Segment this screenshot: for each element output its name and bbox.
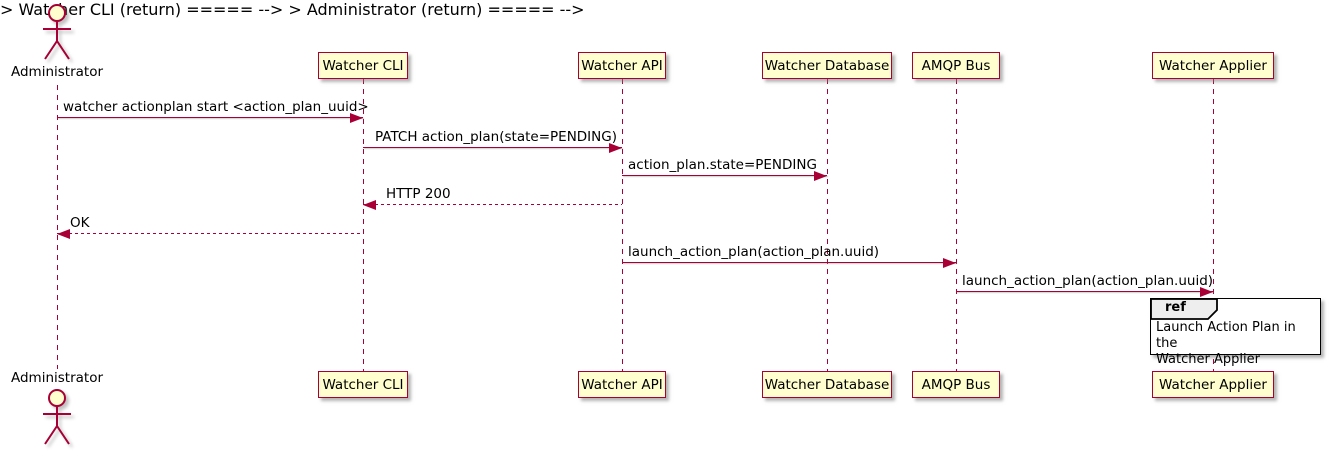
participant-label: AMQP Bus: [921, 57, 991, 74]
message-label: PATCH action_plan(state=PENDING): [375, 129, 617, 145]
participant-label: Watcher API: [581, 57, 663, 74]
arrowhead-right-icon: [814, 171, 827, 181]
ref-fragment: ref Launch Action Plan in the Watcher Ap…: [1150, 298, 1321, 367]
arrowhead-left-icon: [363, 200, 376, 210]
message-label: launch_action_plan(action_plan.uuid): [628, 244, 880, 260]
participant-watcher-database-top: Watcher Database: [762, 52, 892, 79]
participant-watcher-cli-top: Watcher CLI: [318, 52, 408, 79]
participant-label: Watcher CLI: [322, 57, 404, 74]
message-label: action_plan.state=PENDING: [628, 157, 817, 173]
message-line: [956, 291, 1213, 293]
participant-amqp-bus-top: AMQP Bus: [912, 52, 1000, 79]
message-label: OK: [70, 215, 90, 231]
message-line: [363, 147, 622, 149]
actor-stickman-icon: [43, 4, 71, 60]
arrowhead-right-icon: [609, 143, 622, 153]
message-line: [622, 262, 956, 264]
arrowhead-right-icon: [943, 258, 956, 268]
participant-watcher-api-bottom: Watcher API: [578, 371, 666, 398]
arrowhead-right-icon: [1200, 287, 1213, 297]
lifeline-watcher-applier: [1213, 79, 1215, 371]
actor-label-bottom: Administrator: [10, 370, 104, 386]
ref-keyword: ref: [1165, 300, 1186, 315]
participant-amqp-bus-bottom: AMQP Bus: [912, 371, 1000, 398]
message-label: launch_action_plan(action_plan.uuid): [962, 273, 1214, 289]
participant-label: Watcher Database: [764, 57, 890, 74]
ref-text: Launch Action Plan in the Watcher Applie…: [1156, 320, 1296, 367]
participant-watcher-api-top: Watcher API: [578, 52, 666, 79]
actor-stickman-icon: [43, 389, 71, 445]
participant-label: Watcher CLI: [322, 376, 404, 393]
participant-watcher-applier-top: Watcher Applier: [1152, 52, 1274, 79]
message-label: HTTP 200: [386, 186, 451, 202]
participant-label: AMQP Bus: [921, 376, 991, 393]
message-line: [57, 117, 363, 119]
actor-label-top: Administrator: [10, 64, 104, 80]
participant-label: Watcher Applier: [1159, 376, 1267, 393]
lifeline-watcher-cli: [363, 79, 365, 371]
participant-watcher-database-bottom: Watcher Database: [762, 371, 892, 398]
lifeline-watcher-database: [827, 79, 829, 371]
ref-tab-icon: [1150, 298, 1218, 320]
participant-label: Watcher API: [581, 376, 663, 393]
arrowhead-left-icon: [57, 229, 70, 239]
participant-watcher-cli-bottom: Watcher CLI: [318, 371, 408, 398]
message-label: watcher actionplan start <action_plan_uu…: [63, 99, 369, 115]
participant-label: Watcher Database: [764, 376, 890, 393]
participant-label: Watcher Applier: [1159, 57, 1267, 74]
message-line: [622, 175, 827, 177]
message-line: [363, 204, 622, 206]
message-line: [57, 233, 363, 235]
lifeline-administrator: [57, 85, 59, 369]
arrowhead-right-icon: [350, 113, 363, 123]
lifeline-amqp-bus: [956, 79, 958, 371]
lifeline-watcher-api: [622, 79, 624, 371]
participant-watcher-applier-bottom: Watcher Applier: [1152, 371, 1274, 398]
